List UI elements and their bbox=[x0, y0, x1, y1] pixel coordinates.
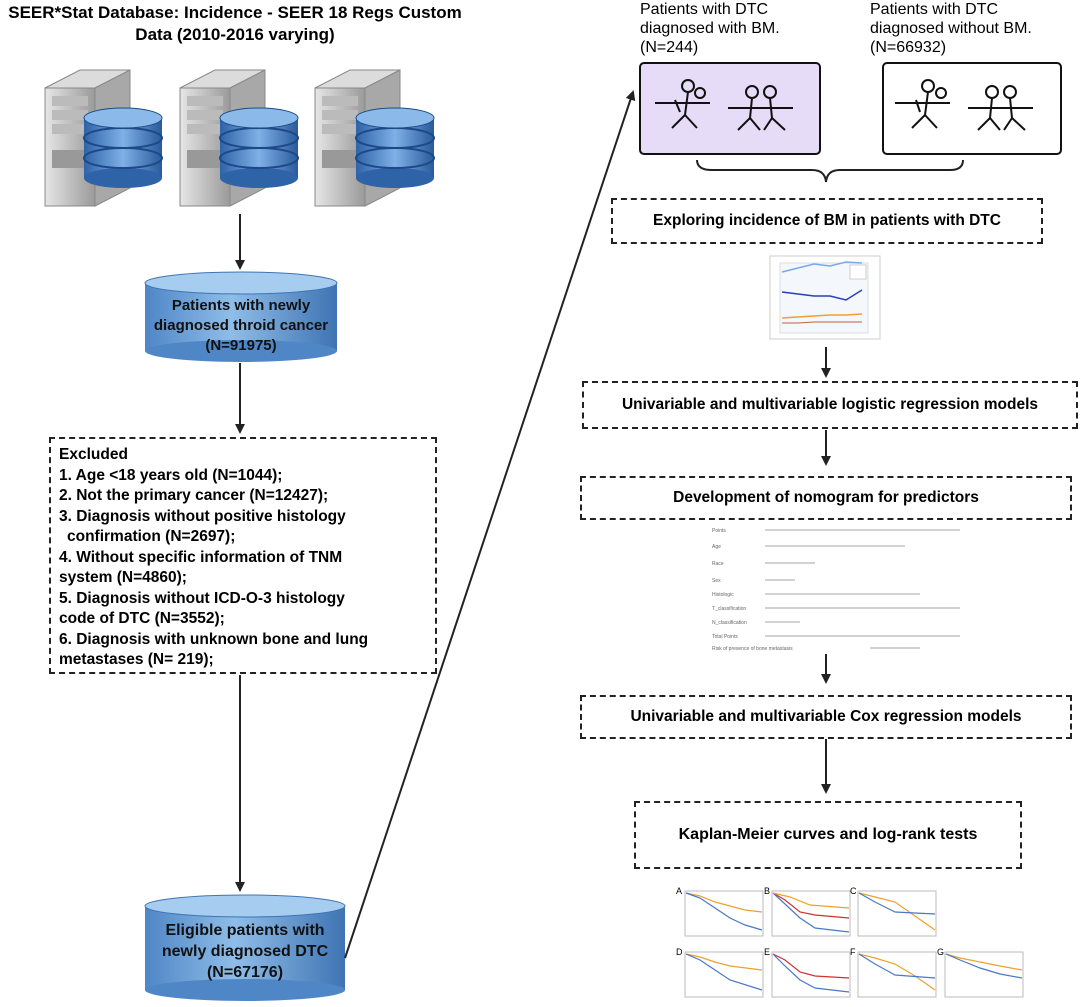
km-panel-e bbox=[771, 951, 851, 998]
database-icon-2 bbox=[219, 107, 299, 188]
excluded-item: code of DTC (N=3552); bbox=[59, 610, 225, 627]
incidence-chart-thumbnail bbox=[769, 255, 881, 340]
svg-text:Age: Age bbox=[712, 544, 721, 550]
excluded-item: 1. Age <18 years old (N=1044); bbox=[59, 466, 283, 484]
km-panel-b bbox=[771, 890, 851, 937]
km-panel-a bbox=[684, 890, 764, 937]
excluded-item: 4. Without specific information of TNM bbox=[59, 548, 343, 566]
km-panel-letter: E bbox=[764, 947, 771, 957]
km-panel-letter: C bbox=[850, 886, 857, 896]
excluded-item: confirmation (N=2697); bbox=[67, 528, 236, 545]
step-nomogram-box: Development of nomogram for predictors bbox=[580, 476, 1072, 520]
patient-figures-no-bm bbox=[895, 79, 1033, 131]
database-icon-3 bbox=[355, 107, 435, 188]
km-panel-letter: D bbox=[676, 947, 683, 957]
group-no-bm-title: Patients with DTC diagnosed without BM. … bbox=[870, 1, 1032, 56]
svg-text:Points: Points bbox=[712, 528, 726, 534]
km-panel-letter: B bbox=[764, 886, 771, 896]
excluded-item: system (N=4860); bbox=[59, 569, 187, 586]
step-incidence-box: Exploring incidence of BM in patients wi… bbox=[611, 198, 1043, 244]
page-title: SEER*Stat Database: Incidence - SEER 18 … bbox=[8, 3, 462, 44]
svg-text:N_classification: N_classification bbox=[712, 620, 747, 626]
excluded-item: 5. Diagnosis without ICD-O-3 histology bbox=[59, 589, 345, 607]
database-icon-1 bbox=[83, 107, 163, 188]
svg-text:Histologic: Histologic bbox=[712, 592, 734, 598]
group-brace bbox=[696, 159, 964, 183]
excluded-item: 6. Diagnosis with unknown bone and lung bbox=[59, 630, 369, 648]
km-panel-letter: A bbox=[676, 886, 683, 896]
step-cox-box: Univariable and multivariable Cox regres… bbox=[580, 695, 1072, 739]
km-panel-c bbox=[857, 890, 937, 937]
svg-text:T_classification: T_classification bbox=[712, 606, 746, 612]
svg-text:Sex: Sex bbox=[712, 578, 721, 584]
excluded-item: 3. Diagnosis without positive histology bbox=[59, 507, 346, 525]
excluded-box: Excluded 1. Age <18 years old (N=1044); … bbox=[49, 437, 437, 674]
nomogram-thumbnail bbox=[765, 529, 960, 649]
km-panel-d bbox=[684, 951, 764, 998]
eligible-box-label: Eligible patients with newly diagnosed D… bbox=[161, 922, 329, 981]
cohort-cylinder bbox=[144, 271, 338, 362]
excluded-item: 2. Not the primary cancer (N=12427); bbox=[59, 487, 329, 504]
km-panel-letter: F bbox=[850, 947, 856, 957]
svg-text:Total Points: Total Points bbox=[712, 634, 738, 640]
cohort-box-label: Patients with newly diagnosed throid can… bbox=[153, 297, 329, 354]
km-panel-f bbox=[857, 951, 937, 998]
arrow-eligible-to-groups bbox=[344, 90, 636, 959]
group-bm-title: Patients with DTC diagnosed with BM. (N=… bbox=[640, 1, 780, 56]
svg-text:Race: Race bbox=[712, 561, 724, 567]
step-logistic-box: Univariable and multivariable logistic r… bbox=[582, 381, 1078, 429]
eligible-cylinder bbox=[144, 894, 346, 1001]
svg-text:Risk of presence of bone metas: Risk of presence of bone metastasis bbox=[712, 646, 793, 652]
km-panel-g bbox=[944, 951, 1024, 998]
excluded-item: metastases (N= 219); bbox=[59, 651, 214, 668]
step-km-box: Kaplan-Meier curves and log-rank tests bbox=[634, 801, 1022, 869]
excluded-heading: Excluded bbox=[59, 446, 128, 463]
km-panel-letter: G bbox=[937, 947, 945, 957]
patient-figures-bm bbox=[655, 79, 793, 131]
